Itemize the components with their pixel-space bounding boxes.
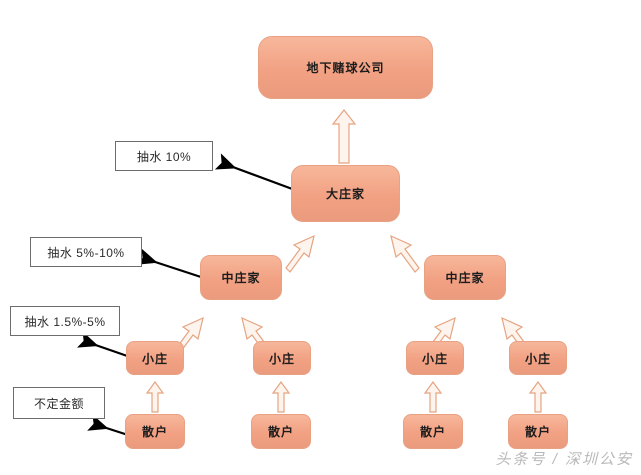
node-mid-bookmaker-right[interactable]: 中庄家 (424, 255, 506, 300)
node-label: 小庄 (524, 351, 551, 366)
callout-label: 抽水 10% (136, 149, 192, 164)
node-underground-betting-company[interactable]: 地下赌球公司 (258, 36, 433, 99)
node-label: 小庄 (141, 351, 168, 366)
node-label: 散户 (524, 425, 551, 439)
node-small-bookmaker-1[interactable]: 小庄 (126, 341, 184, 375)
arrow-leaf3-to-small3 (423, 380, 443, 413)
node-retail-punter-4[interactable]: 散户 (508, 414, 568, 449)
callout-label: 不定金额 (33, 396, 84, 411)
node-label: 散户 (267, 425, 294, 439)
callout-amount-leaf: 不定金额 (13, 387, 105, 419)
arrow-leaf1-to-small1 (145, 380, 165, 413)
node-label: 中庄家 (445, 271, 485, 285)
arrow-leaf4-to-small4 (528, 380, 548, 413)
pointer-big-to-callout (214, 153, 296, 192)
arrow-leaf2-to-small2 (271, 380, 291, 413)
node-label: 地下赌球公司 (306, 61, 385, 75)
node-small-bookmaker-2[interactable]: 小庄 (253, 341, 311, 375)
node-label: 小庄 (268, 351, 295, 366)
node-label: 大庄家 (325, 187, 365, 201)
callout-commission-big: 抽水 10% (115, 141, 213, 171)
node-small-bookmaker-3[interactable]: 小庄 (406, 341, 464, 375)
node-big-bookmaker[interactable]: 大庄家 (291, 165, 400, 222)
node-small-bookmaker-4[interactable]: 小庄 (509, 341, 567, 375)
node-label: 中庄家 (221, 271, 261, 285)
arrow-big-to-company (331, 109, 357, 164)
node-label: 散户 (141, 425, 168, 439)
node-label: 散户 (419, 425, 446, 439)
node-retail-punter-2[interactable]: 散户 (251, 414, 311, 449)
node-label: 小庄 (421, 351, 448, 366)
callout-label: 抽水 1.5%-5% (24, 314, 106, 329)
node-retail-punter-1[interactable]: 散户 (125, 414, 185, 449)
callout-commission-mid: 抽水 5%-10% (30, 237, 142, 267)
node-mid-bookmaker-left[interactable]: 中庄家 (200, 255, 282, 300)
arrow-midleft-to-big (285, 234, 315, 273)
callout-label: 抽水 5%-10% (47, 245, 125, 260)
watermark: 头条号 / 深圳公安 (495, 451, 633, 468)
pointer-leaf1-to-callout (87, 414, 129, 437)
callout-commission-small: 抽水 1.5%-5% (10, 306, 120, 336)
arrow-midright-to-big (390, 234, 420, 273)
node-retail-punter-3[interactable]: 散户 (403, 414, 463, 449)
pointer-midleft-to-callout (136, 248, 205, 280)
